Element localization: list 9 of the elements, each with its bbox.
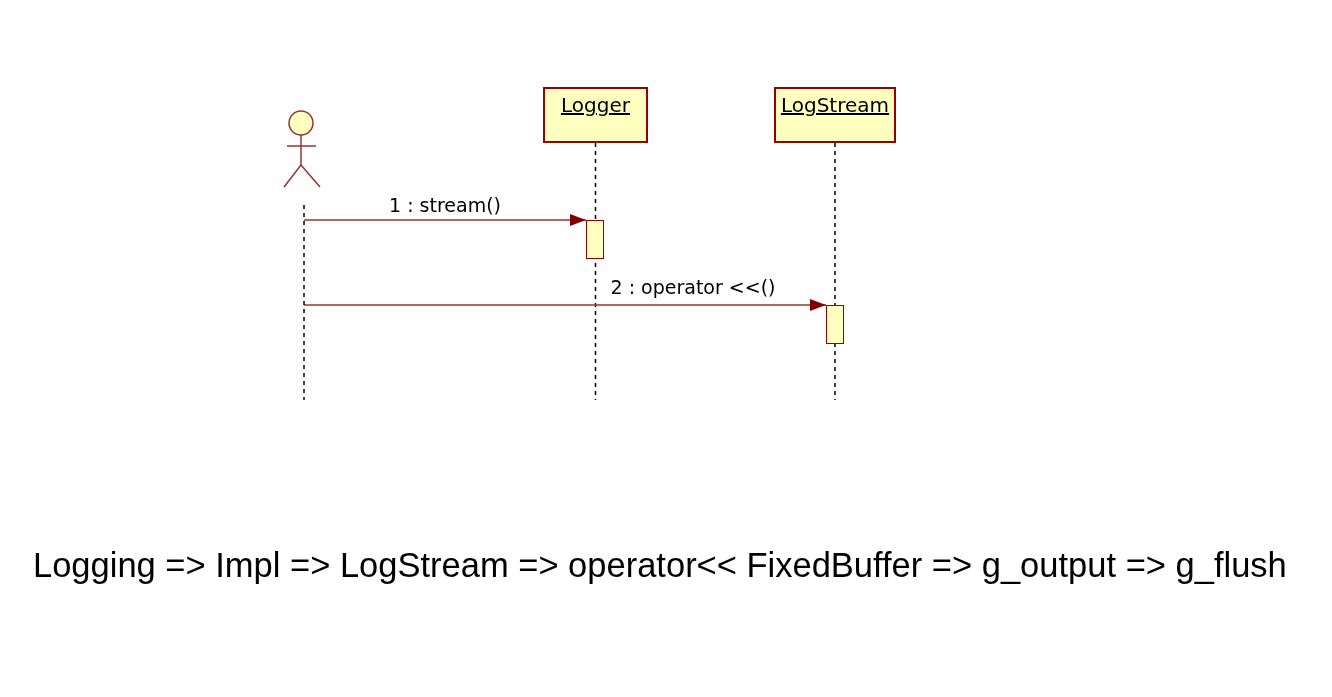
object-box: [774, 87, 896, 143]
object-name: Logger: [561, 94, 630, 117]
message-arrow: [303, 299, 827, 311]
activation-bar: [586, 220, 604, 259]
activation-bar: [826, 305, 844, 344]
object-name: LogStream: [780, 94, 890, 117]
object-box: [543, 87, 648, 143]
call-chain-text: Logging => Impl => LogStream => operator<< FixedBuffer => g_output => g_flush: [33, 545, 1287, 585]
message-arrow: [303, 214, 587, 226]
